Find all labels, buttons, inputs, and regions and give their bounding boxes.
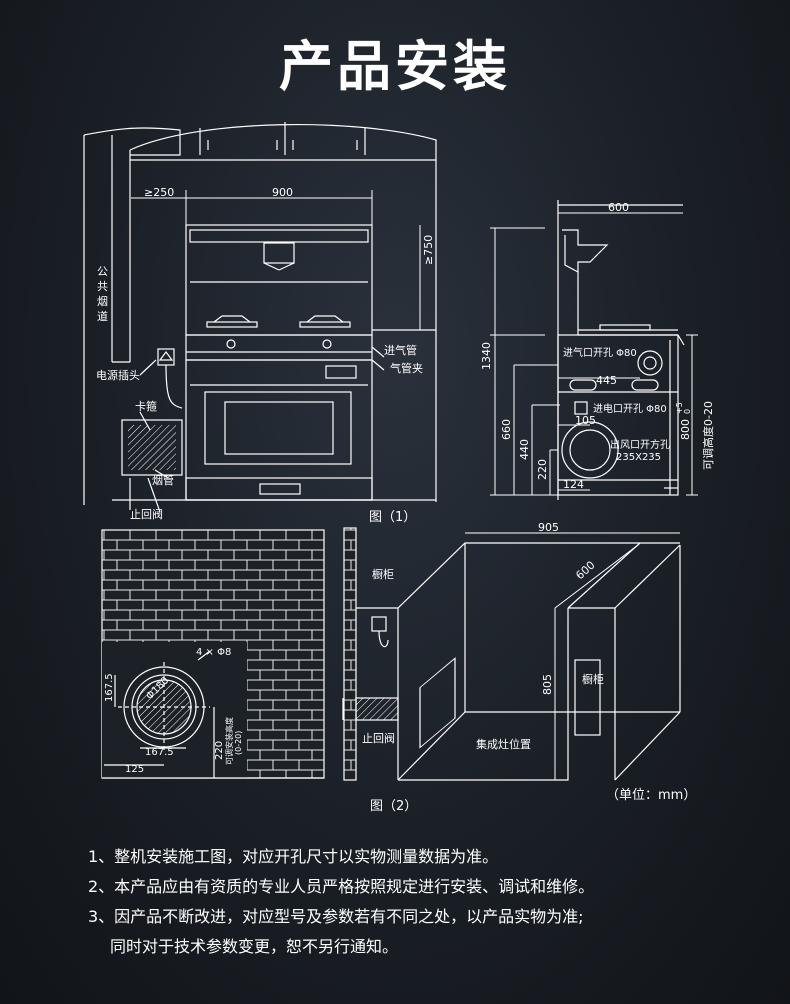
figure1-side-dimensions: [490, 212, 698, 496]
hole-spec-label: 4 × Φ8: [196, 647, 231, 658]
figure2-brick-wall: [101, 529, 325, 779]
dim-440: 440: [518, 439, 531, 460]
dim-1340: 1340: [480, 342, 493, 370]
note-2: 2、本产品应由有资质的专业人员严格按照规定进行安装、调试和维修。: [88, 877, 595, 896]
flue-label-4: 道: [97, 309, 108, 323]
dim-905: 905: [538, 521, 559, 534]
gas-inlet-label: 进气管: [384, 343, 417, 357]
cabinet-right-label: 橱柜: [582, 672, 604, 686]
dim-124: 124: [563, 478, 584, 491]
adjustable-height-label: 可调高度0-20: [701, 401, 715, 470]
unit-label: （单位：mm）: [606, 788, 696, 803]
figure2-caption: 图（2）: [370, 799, 417, 814]
figure1-caption: 图（1）: [369, 510, 416, 525]
dim-tolerance-zero: 0: [683, 409, 692, 414]
dim-width-900: 900: [272, 186, 293, 199]
dim-left-gap: ≥250: [144, 186, 174, 199]
dim-800: 800: [679, 419, 692, 440]
dim-445: 445: [596, 374, 617, 387]
clamp-label: 卡箍: [135, 399, 157, 413]
figure1-dimensions: [131, 190, 421, 330]
figure2-dimensions: [465, 532, 680, 780]
dim-hood-height: ≥750: [422, 235, 435, 265]
cabinet-left-label: 橱柜: [372, 567, 394, 581]
dim-220-fig2: 220: [214, 741, 225, 760]
figure1-front-view: [83, 122, 437, 513]
adjustable-install-height: 可调安装高度: [224, 717, 234, 765]
check-valve-label-fig1: 止回阀: [130, 507, 163, 521]
adjustable-range: (0-20): [234, 731, 243, 755]
gas-hole-label: 进气口开孔 Φ80: [563, 346, 637, 359]
flue-label-1: 公: [97, 265, 108, 278]
dim-125: 125: [125, 764, 144, 775]
figure2-cabinet-3d: [342, 527, 681, 781]
dim-105: 105: [575, 414, 596, 427]
flue-label-2: 共: [97, 280, 108, 293]
figure1-side-view: [557, 200, 685, 500]
page-title: 产品安装: [279, 35, 511, 98]
dim-167-5-vertical: 167.5: [104, 673, 115, 702]
dim-220: 220: [536, 459, 549, 480]
stove-position-label: 集成灶位置: [476, 737, 531, 751]
check-valve-label-fig2: 止回阀: [362, 731, 395, 745]
flue-label-3: 烟: [97, 294, 108, 308]
air-outlet-size: 235X235: [616, 452, 661, 463]
note-1: 1、整机安装施工图，对应开孔尺寸以实物测量数据为准。: [88, 847, 499, 866]
note-3: 3、因产品不断改进，对应型号及参数若有不同之处，以产品实物为准;: [88, 907, 584, 926]
power-socket-label: 电源插头: [96, 368, 140, 382]
dim-167-5-horizontal: 167.5: [145, 747, 174, 758]
gas-clamp-label: 气管夹: [390, 361, 423, 375]
power-hole-label: 进电口开孔 Φ80: [593, 402, 667, 415]
installation-notes: 1、整机安装施工图，对应开孔尺寸以实物测量数据为准。 2、本产品应由有资质的专业…: [88, 842, 768, 962]
smoke-pipe-label: 烟管: [152, 473, 174, 487]
dim-tolerance-plus: +5: [675, 402, 684, 414]
note-3-continued: 同时对于技术参数变更，恕不另行通知。: [110, 937, 399, 956]
dim-side-600: 600: [608, 201, 629, 214]
air-outlet-label: 出风口开方孔: [610, 438, 670, 451]
dim-660: 660: [500, 419, 513, 440]
dim-805: 805: [541, 674, 554, 695]
